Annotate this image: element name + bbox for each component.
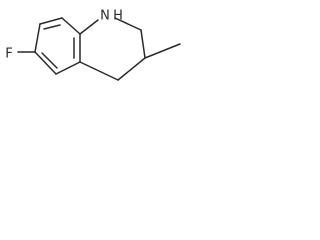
bond-c2-c3 xyxy=(140,29,146,59)
bond-c8-c7-inner xyxy=(43,24,61,30)
bond-c3-methyl xyxy=(144,43,181,59)
bond-c4-c4a xyxy=(79,61,119,81)
fluorine-label: F xyxy=(5,47,12,62)
bond-c8a-n1 xyxy=(79,19,99,35)
bond-c7-c6 xyxy=(34,23,41,53)
molecule-structure: N H F xyxy=(5,9,181,81)
nitrogen-label: N xyxy=(100,9,110,24)
bond-c5-c4a xyxy=(55,61,81,75)
bond-c8-c7 xyxy=(39,17,63,25)
bond-c3-c4 xyxy=(117,57,146,81)
bond-c6-c5-inner xyxy=(41,52,58,69)
bond-n1-c2 xyxy=(114,17,142,31)
bond-c8a-c8 xyxy=(61,17,81,35)
hydrogen-label: H xyxy=(113,9,123,24)
bond-c6-c5 xyxy=(34,51,57,75)
